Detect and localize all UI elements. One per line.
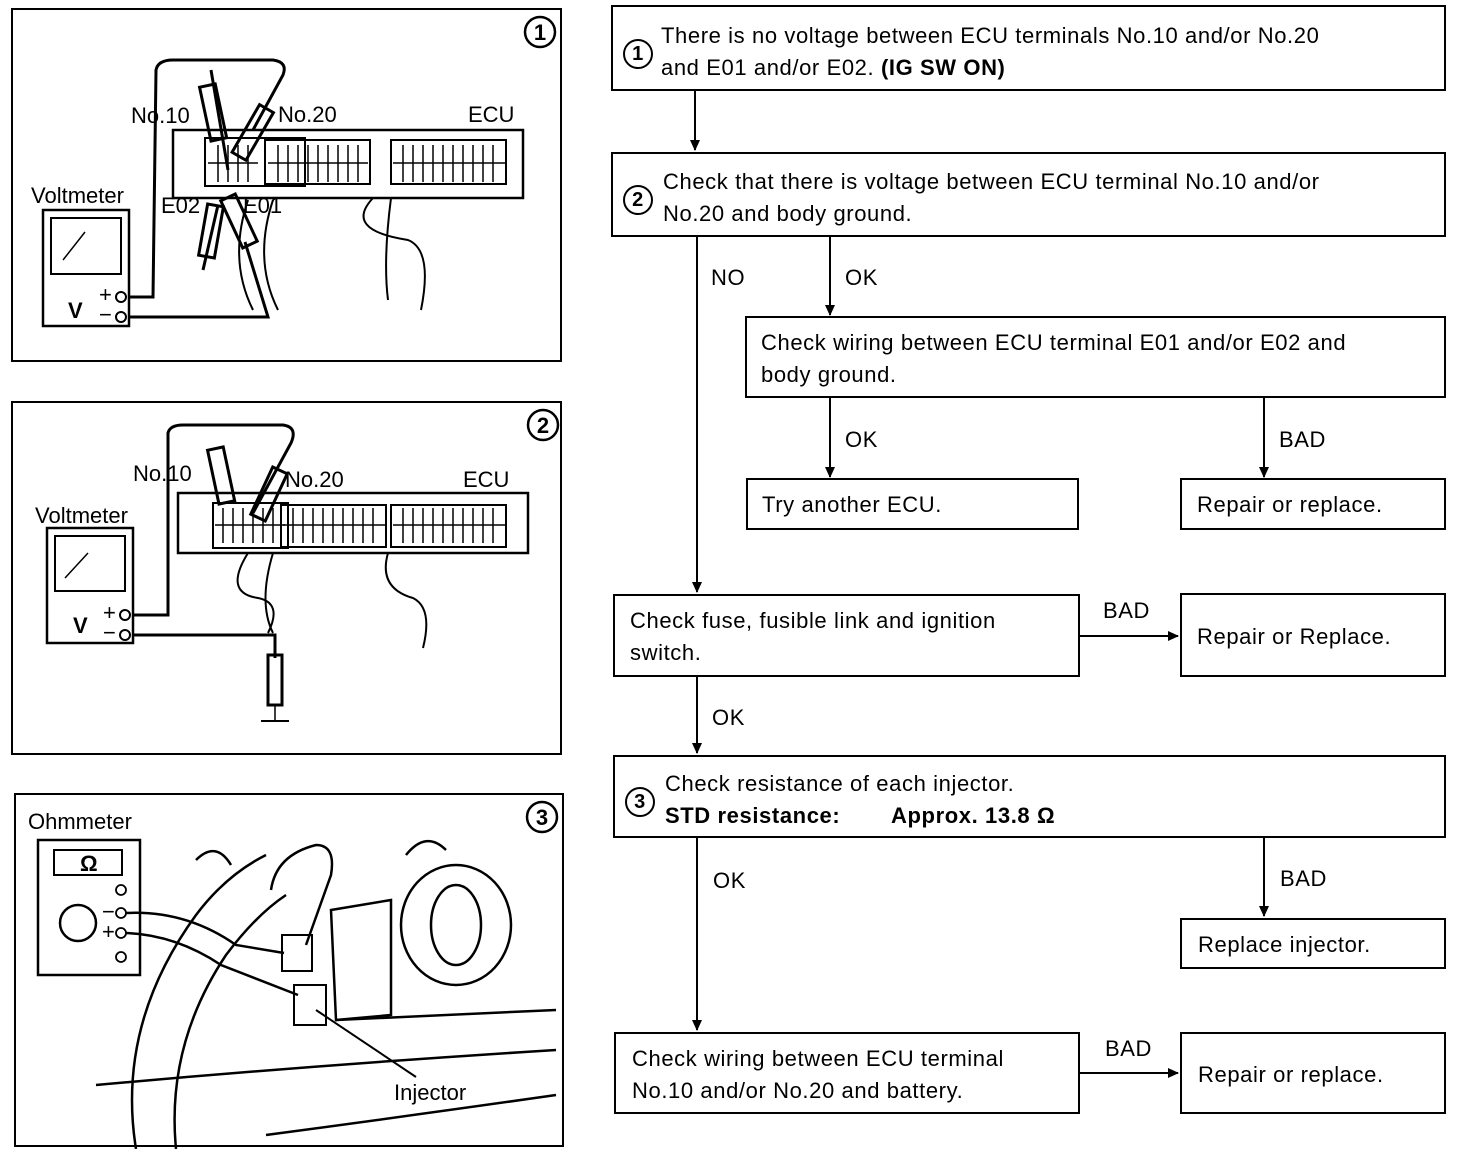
step-1-line-1: There is no voltage between ECU terminal… bbox=[661, 23, 1320, 48]
label-no: NO bbox=[711, 265, 746, 290]
label-plus: + bbox=[99, 282, 112, 307]
step-2-line-1: Check that there is voltage between ECU … bbox=[663, 169, 1320, 194]
label-ohm-minus: − bbox=[102, 899, 115, 924]
label-v-2: V bbox=[73, 613, 88, 638]
step-3-std-label: STD resistance: bbox=[665, 803, 841, 828]
try-ecu-box: Try another ECU. bbox=[746, 478, 1079, 530]
repair-box-1: Repair or replace. bbox=[1180, 478, 1446, 530]
repair-box-3: Repair or replace. bbox=[1180, 1032, 1446, 1114]
label-no20-2: No.20 bbox=[285, 467, 344, 492]
wiring-battery-box: Check wiring between ECU terminal No.10 … bbox=[614, 1032, 1080, 1114]
wiring-ground-box: Check wiring between ECU terminal E01 an… bbox=[745, 316, 1446, 398]
voltmeter-ecu-illustration-1: 1 No.10 No.20 ECU Voltmeter E02 E01 V + … bbox=[31, 15, 557, 328]
ohmmeter-injector-illustration: 3 Ohmmeter Ω − + Injector bbox=[28, 800, 559, 1149]
label-v: V bbox=[68, 298, 83, 323]
label-omega: Ω bbox=[80, 851, 98, 876]
step-1-line-2-text: and E01 and/or E02. bbox=[661, 55, 881, 80]
label-injector: Injector bbox=[394, 1080, 466, 1105]
label-plus-2: + bbox=[103, 600, 116, 625]
label-minus-2: − bbox=[103, 620, 116, 645]
step-3-std-value: Approx. 13.8 Ω bbox=[891, 803, 1056, 828]
label-ok-1: OK bbox=[845, 265, 878, 290]
panel-1-number: 1 bbox=[534, 20, 546, 45]
label-no10-2: No.10 bbox=[133, 461, 192, 486]
label-ok-3: OK bbox=[712, 705, 745, 730]
label-e01: E01 bbox=[243, 193, 282, 218]
panel-3-number: 3 bbox=[536, 805, 548, 830]
label-voltmeter-2: Voltmeter bbox=[35, 503, 128, 528]
label-bad-4: BAD bbox=[1105, 1036, 1153, 1061]
try-ecu-text: Try another ECU. bbox=[762, 492, 942, 517]
step-1-line-2: and E01 and/or E02. (IG SW ON) bbox=[661, 51, 1005, 84]
label-ecu: ECU bbox=[468, 102, 514, 127]
step-2-box: 2 Check that there is voltage between EC… bbox=[611, 152, 1446, 237]
step-2-line-2: No.20 and body ground. bbox=[663, 201, 913, 226]
replace-injector-text: Replace injector. bbox=[1198, 932, 1371, 957]
fuse-box: Check fuse, fusible link and ignition sw… bbox=[613, 594, 1080, 677]
fuse-line-2: switch. bbox=[630, 640, 702, 665]
label-minus: − bbox=[99, 302, 112, 327]
step-2-number: 2 bbox=[623, 185, 653, 215]
wiring-ground-line-1: Check wiring between ECU terminal E01 an… bbox=[761, 330, 1347, 355]
wiring-ground-line-2: body ground. bbox=[761, 362, 897, 387]
label-bad-1: BAD bbox=[1279, 427, 1327, 452]
illustration-panel-1: 1 No.10 No.20 ECU Voltmeter E02 E01 V + … bbox=[11, 8, 562, 362]
label-ohmmeter: Ohmmeter bbox=[28, 809, 132, 834]
step-1-condition: (IG SW ON) bbox=[880, 55, 1006, 80]
label-bad-2: BAD bbox=[1103, 598, 1151, 623]
label-voltmeter: Voltmeter bbox=[31, 183, 124, 208]
step-1-number: 1 bbox=[623, 39, 653, 69]
label-ohm-plus: + bbox=[102, 919, 115, 944]
voltmeter-ecu-illustration-2: 2 No.10 No.20 ECU Voltmeter V + − bbox=[35, 408, 560, 722]
illustration-panel-2: 2 No.10 No.20 ECU Voltmeter V + − bbox=[11, 401, 562, 755]
step-3-line-1: Check resistance of each injector. bbox=[665, 771, 1015, 796]
label-e02: E02 bbox=[161, 193, 200, 218]
label-no10: No.10 bbox=[131, 103, 190, 128]
illustration-panel-3: 3 Ohmmeter Ω − + Injector bbox=[14, 793, 564, 1149]
step-3-number: 3 bbox=[625, 787, 655, 817]
repair-text-2: Repair or Replace. bbox=[1197, 624, 1392, 649]
fuse-line-1: Check fuse, fusible link and ignition bbox=[630, 608, 996, 633]
panel-2-number: 2 bbox=[537, 413, 549, 438]
step-3-box: 3 Check resistance of each injector. STD… bbox=[613, 755, 1446, 838]
wiring-battery-line-2: No.10 and/or No.20 and battery. bbox=[632, 1078, 964, 1103]
label-ok-4: OK bbox=[713, 868, 746, 893]
repair-text-3: Repair or replace. bbox=[1198, 1062, 1384, 1087]
wiring-battery-line-1: Check wiring between ECU terminal bbox=[632, 1046, 1004, 1071]
label-bad-3: BAD bbox=[1280, 866, 1328, 891]
repair-text-1: Repair or replace. bbox=[1197, 492, 1383, 517]
label-ok-2: OK bbox=[845, 427, 878, 452]
label-ecu-2: ECU bbox=[463, 467, 509, 492]
label-no20: No.20 bbox=[278, 102, 337, 127]
repair-box-2: Repair or Replace. bbox=[1180, 593, 1446, 677]
replace-injector-box: Replace injector. bbox=[1180, 918, 1446, 969]
step-1-box: 1 There is no voltage between ECU termin… bbox=[611, 5, 1446, 91]
